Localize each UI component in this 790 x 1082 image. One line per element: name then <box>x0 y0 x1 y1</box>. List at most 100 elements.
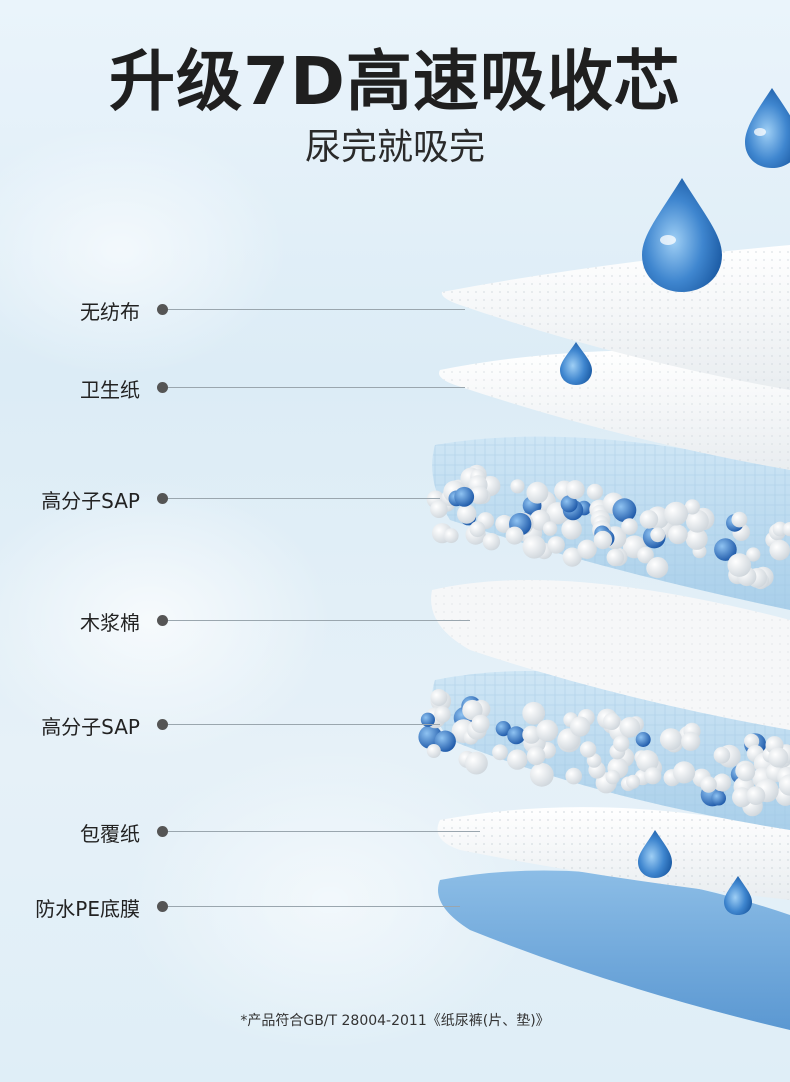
sap-bead <box>731 511 748 528</box>
sap-bead <box>570 716 591 737</box>
leader-dot <box>157 304 168 315</box>
leader-dot <box>157 826 168 837</box>
page-title: 升级7D高速吸收芯 <box>109 43 681 120</box>
sap-bead <box>536 719 559 742</box>
sap-bead <box>579 741 597 758</box>
sap-bead <box>636 750 659 773</box>
sap-bead <box>522 535 546 559</box>
sap-bead <box>443 528 459 544</box>
sap-bead <box>612 498 637 523</box>
leader-line <box>168 724 440 725</box>
sap-bead <box>714 538 737 561</box>
sap-bead <box>586 483 604 500</box>
sap-bead <box>673 761 696 784</box>
sap-bead <box>495 514 514 533</box>
sap-bead <box>510 479 525 494</box>
sap-bead <box>434 730 456 752</box>
wrap-paper-layer <box>437 807 790 900</box>
sap-bead <box>495 721 511 737</box>
layer-label: 防水PE底膜 <box>35 897 140 921</box>
sap-bead <box>700 776 717 793</box>
sap-bead <box>772 521 788 537</box>
sap-bead <box>639 510 659 529</box>
sap-bead <box>526 481 549 504</box>
layer-label: 包覆纸 <box>80 822 140 846</box>
layer-label: 无纺布 <box>80 300 140 324</box>
sap-bead <box>712 773 732 792</box>
leader-dot <box>157 615 168 626</box>
sap-bead <box>492 744 508 761</box>
sap-bead <box>685 527 708 550</box>
layer-label: 高分子SAP <box>41 715 140 739</box>
pe-film-layer <box>438 870 790 1030</box>
sap-bead <box>713 746 731 764</box>
leader-dot <box>157 719 168 730</box>
sap-bead <box>430 500 448 518</box>
sap-bead <box>778 774 790 796</box>
sap-bead <box>505 526 524 545</box>
leader-line <box>168 387 465 388</box>
sap-bead <box>644 767 662 785</box>
leader-line <box>168 906 460 907</box>
layer-label: 高分子SAP <box>41 489 140 513</box>
sap-bead <box>619 717 641 738</box>
sap-bead <box>635 732 651 747</box>
sap-bead <box>462 699 483 721</box>
sap-bead <box>606 548 625 567</box>
sap-bead <box>430 689 448 706</box>
water-drop-icon <box>638 830 672 878</box>
sap-bead <box>560 495 578 513</box>
leader-dot <box>157 901 168 912</box>
leader-line <box>168 620 470 621</box>
sap-bead <box>727 553 752 577</box>
sap-bead <box>542 521 558 536</box>
standard-footnote: *产品符合GB/T 28004-2011《纸尿裤(片、垫)》 <box>240 1013 550 1029</box>
leader-line <box>168 831 480 832</box>
sap-bead <box>711 790 726 806</box>
sap-bead <box>577 539 597 559</box>
leader-line <box>168 498 440 499</box>
sap-bead <box>621 518 638 535</box>
sap-bead <box>769 539 790 561</box>
sap-bead <box>561 519 582 540</box>
sap-bead <box>647 557 669 578</box>
water-drop-icon <box>560 342 592 385</box>
water-drop-icon <box>724 876 752 915</box>
page-subtitle: 尿完就吸完 <box>304 127 485 168</box>
sap-bead <box>547 536 565 554</box>
sap-bead <box>507 726 526 745</box>
sap-bead <box>659 728 682 751</box>
sap-bead <box>482 533 501 551</box>
layer-label: 卫生纸 <box>80 378 140 402</box>
layer-label: 木浆棉 <box>80 611 140 635</box>
sap-bead <box>565 480 585 500</box>
sap-bead <box>529 762 554 787</box>
sap-bead <box>613 735 630 752</box>
sap-bead <box>522 701 546 725</box>
leader-dot <box>157 382 168 393</box>
sap-bead <box>736 763 756 782</box>
wood-pulp-layer <box>431 580 790 730</box>
sap-bead <box>469 485 489 505</box>
water-drop-icon <box>745 88 790 168</box>
sap-bead <box>650 527 666 543</box>
sap-bead <box>782 522 790 537</box>
sap-bead <box>668 524 688 545</box>
sap-bead <box>603 712 621 731</box>
sap-bead <box>768 747 789 768</box>
sap-bead <box>732 787 752 808</box>
sap-bead <box>684 499 701 515</box>
sap-layer-upper <box>432 436 790 610</box>
sap-bead <box>626 774 641 789</box>
sap-bead <box>426 744 441 758</box>
sap-bead <box>686 509 709 533</box>
sap-bead <box>465 751 488 775</box>
sap-bead <box>593 530 613 550</box>
sap-beads-upper <box>426 464 790 590</box>
leader-dot <box>157 493 168 504</box>
sap-bead <box>522 725 541 744</box>
sap-bead <box>454 486 475 507</box>
leader-line <box>168 309 465 310</box>
water-drop-icon <box>642 178 722 292</box>
